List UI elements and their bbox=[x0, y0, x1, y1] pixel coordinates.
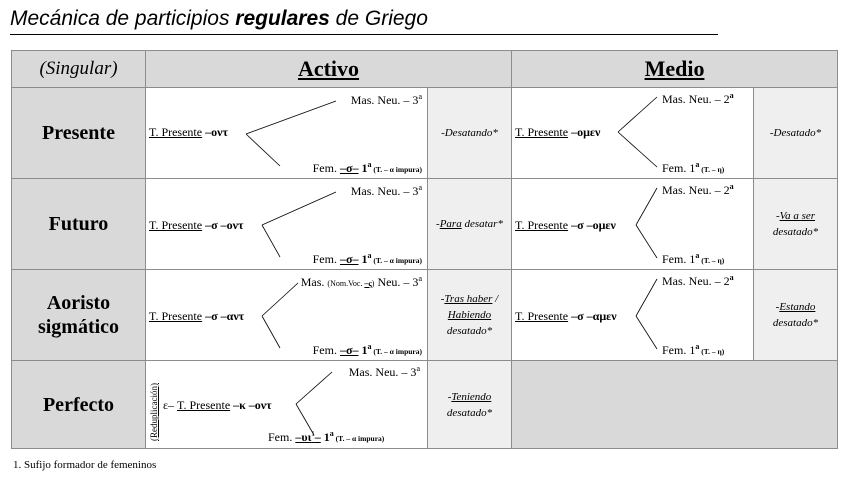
medio-meaning: -Estando desatado* bbox=[752, 269, 839, 361]
masc-neut-label: Mas. Neu. – 2a bbox=[662, 91, 734, 106]
row-perfecto: Perfecto (Reduplicación) Mas. Neu. – 3a … bbox=[11, 360, 839, 449]
row-label: Presente bbox=[11, 87, 146, 179]
stem-label: T. Presente –σ –οντ bbox=[149, 218, 244, 232]
header-row: (Singular) Activo Medio bbox=[11, 50, 839, 88]
reduplication-label: (Reduplicación) bbox=[149, 383, 159, 441]
title-text-end: de Griego bbox=[329, 7, 428, 30]
masc-neut-label: Mas. Neu. – 2a bbox=[662, 182, 734, 197]
stem-label: T. Presente –ομεν bbox=[515, 125, 601, 139]
medio-meaning: -Va a ser desatado* bbox=[752, 178, 839, 270]
activo-diagram: Mas. Neu. – 3a T. Presente –σ –οντ Fem. … bbox=[145, 178, 428, 270]
activo-diagram: (Reduplicación) Mas. Neu. – 3a ε– T. Pre… bbox=[145, 360, 428, 449]
stem-label: T. Presente –σ –αμεν bbox=[515, 309, 617, 323]
title-text: Mecánica de participios bbox=[10, 7, 236, 30]
branch-lines bbox=[295, 371, 333, 436]
fem-label: Fem. 1a (T. – η) bbox=[662, 160, 725, 175]
medio-diagram: Mas. Neu. – 2a T. Presente –ομεν Fem. 1a… bbox=[511, 87, 754, 179]
fem-label: Fem. –υι1– 1a (T. – α impura) bbox=[268, 429, 385, 444]
masc-neut-label: Mas. (Nom.Voc. –ς) Neu. – 3a bbox=[300, 274, 422, 289]
fem-label: Fem. –σ– 1a (T. – α impura) bbox=[312, 251, 422, 266]
masc-neut-label: Mas. Neu. – 3a bbox=[348, 364, 420, 379]
row-label: Futuro bbox=[11, 178, 146, 270]
fem-label: Fem. 1a (T. – η) bbox=[662, 342, 725, 357]
header-medio-text: Medio bbox=[644, 56, 705, 81]
activo-diagram: Mas. Neu. – 3a T. Presente –οντ Fem. –σ–… bbox=[145, 87, 428, 179]
fem-label: Fem. 1a (T. – η) bbox=[662, 251, 725, 266]
medio-empty-cell bbox=[510, 360, 839, 449]
row-label-text: Perfecto bbox=[42, 393, 115, 416]
header-medio: Medio bbox=[510, 50, 839, 88]
header-activo: Activo bbox=[145, 50, 512, 88]
row-label-text: Aoristo bbox=[46, 292, 111, 314]
fem-label: Fem. –σ– 1a (T. – α impura) bbox=[312, 342, 422, 357]
masc-neut-label: Mas. Neu. – 3a bbox=[350, 183, 422, 198]
row-label-text: Presente bbox=[42, 122, 115, 144]
branch-lines bbox=[635, 187, 658, 259]
footnote: 1. Sufijo formador de femeninos bbox=[13, 459, 157, 471]
row-label-text: Futuro bbox=[48, 213, 109, 235]
stem-label: T. Presente –σ –αντ bbox=[149, 309, 245, 323]
branch-lines bbox=[245, 100, 337, 167]
branch-lines bbox=[261, 282, 299, 349]
row-label: Perfecto bbox=[11, 360, 146, 449]
row-presente: Presente Mas. Neu. – 3a T. Presente –οντ… bbox=[11, 87, 839, 179]
fem-label: Fem. –σ– 1a (T. – α impura) bbox=[312, 160, 422, 175]
medio-diagram: Mas. Neu. – 2a T. Presente –σ –αμεν Fem.… bbox=[511, 269, 754, 361]
stem-label: T. Presente –σ –ομεν bbox=[515, 218, 616, 232]
activo-meaning: -Teniendo desatado* bbox=[427, 360, 512, 449]
branch-lines bbox=[617, 96, 658, 168]
masc-neut-label: Mas. Neu. – 2a bbox=[662, 273, 734, 288]
activo-meaning: -Para desatar* bbox=[427, 178, 512, 270]
row-label-text: sigmático bbox=[37, 316, 120, 338]
title-bold: regulares bbox=[235, 7, 330, 30]
branch-lines bbox=[261, 191, 337, 258]
participles-table: (Singular) Activo Medio Presente Mas. Ne… bbox=[11, 50, 839, 449]
page-title: Mecánica de participios regulares de Gri… bbox=[10, 6, 718, 35]
header-singular: (Singular) bbox=[11, 50, 146, 88]
activo-meaning: -Tras haber / Habiendo desatado* bbox=[427, 269, 512, 361]
medio-diagram: Mas. Neu. – 2a T. Presente –σ –ομεν Fem.… bbox=[511, 178, 754, 270]
stem-label: T. Presente –οντ bbox=[149, 125, 228, 139]
activo-meaning: -Desatando* bbox=[427, 87, 512, 179]
header-activo-text: Activo bbox=[297, 56, 360, 81]
row-futuro: Futuro Mas. Neu. – 3a T. Presente –σ –ον… bbox=[11, 178, 839, 270]
medio-meaning: -Desatado* bbox=[752, 87, 839, 179]
stem-label: ε– T. Presente –κ –οντ bbox=[163, 398, 272, 412]
branch-lines bbox=[635, 278, 658, 350]
masc-neut-label: Mas. Neu. – 3a bbox=[350, 92, 422, 107]
activo-diagram: Mas. (Nom.Voc. –ς) Neu. – 3a T. Presente… bbox=[145, 269, 428, 361]
